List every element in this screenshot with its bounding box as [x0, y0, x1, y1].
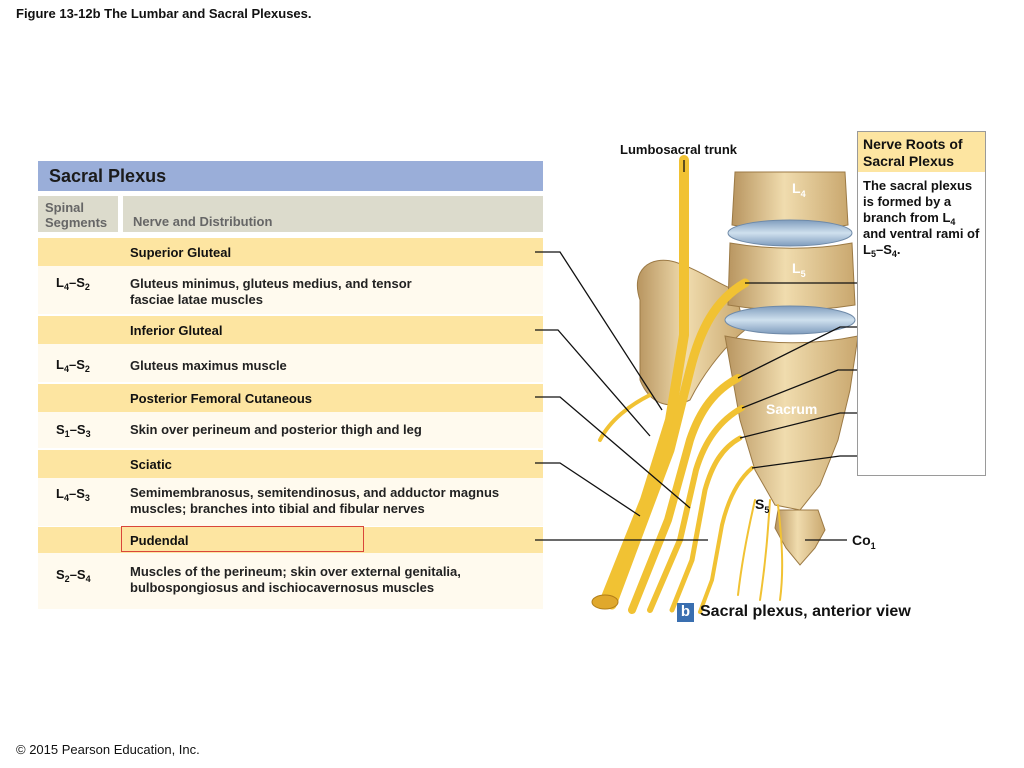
pudendal-highlight-box: [121, 526, 364, 552]
root-label-co1: Co1: [852, 532, 876, 551]
distribution-text: Muscles of the perineum; skin over exter…: [130, 564, 461, 595]
nerve-row-inferior-gluteal: Inferior Gluteal: [38, 316, 543, 344]
table-title: Sacral Plexus: [49, 166, 167, 186]
spinal-segments: L4–S2: [56, 275, 90, 292]
nerve-row-superior-gluteal: Superior Gluteal: [38, 238, 543, 266]
nerve-fibers: [598, 155, 784, 614]
spinal-segments: S1–S3: [56, 422, 91, 439]
sacrum-bone: [724, 335, 859, 511]
figure-title: Figure 13-12b The Lumbar and Sacral Plex…: [16, 6, 312, 21]
sacrum-label: Sacrum: [766, 401, 817, 417]
nerve-name: Inferior Gluteal: [130, 323, 223, 338]
distribution-text: Skin over perineum and posterior thigh a…: [130, 422, 422, 437]
segments-column-header: Spinal Segments: [38, 196, 118, 232]
view-title: Sacral plexus, anterior view: [700, 603, 911, 620]
segments-header-label: Spinal Segments: [45, 200, 108, 230]
spinal-segments: L4–S2: [56, 357, 90, 374]
nerve-name: Posterior Femoral Cutaneous: [130, 391, 313, 406]
nerve-roots-description: The sacral plexus is formed by a branch …: [863, 178, 980, 259]
distribution-row: L4–S3 Semimembranosus, semitendinosus, a…: [38, 478, 543, 526]
leader-lines: [535, 160, 862, 541]
distribution-row: S1–S3 Skin over perineum and posterior t…: [38, 412, 543, 448]
lumbosacral-trunk-label: Lumbosacral trunk: [620, 142, 738, 157]
nerve-roots-header: Nerve Roots of Sacral Plexus: [858, 132, 985, 172]
copyright-notice: © 2015 Pearson Education, Inc.: [16, 742, 200, 757]
panel-badge: b: [677, 603, 694, 622]
disc-l4-l5: [727, 219, 853, 247]
distribution-row: L4–S2 Gluteus maximus muscle: [38, 344, 543, 382]
nerve-roots-panel: [857, 131, 986, 476]
table-title-bar: Sacral Plexus: [38, 161, 543, 191]
nerve-header-label: Nerve and Distribution: [133, 214, 273, 229]
nerve-name: Superior Gluteal: [130, 245, 232, 260]
vertebra-l4-label: L4: [792, 180, 806, 199]
s5-label: S5: [755, 496, 769, 515]
nerve-roots-title: Nerve Roots of Sacral Plexus: [863, 136, 963, 169]
nerve-name: Sciatic: [130, 457, 172, 472]
nerve-name: Pudendal: [130, 533, 189, 548]
vertebra-l5-label: L5: [792, 260, 806, 279]
distribution-text: Gluteus minimus, gluteus medius, and ten…: [130, 276, 412, 307]
nerve-column-header: Nerve and Distribution: [123, 196, 543, 232]
vertebra-l5: [727, 242, 856, 311]
spinal-segments: L4–S3: [56, 486, 90, 503]
nerve-row-posterior-femoral-cutaneous: Posterior Femoral Cutaneous: [38, 384, 543, 412]
spinal-segments: S2–S4: [56, 567, 91, 584]
coccyx-bone: [774, 509, 826, 566]
nerve-cut-end: [591, 594, 619, 610]
nerve-row-pudendal: Pudendal: [38, 527, 543, 553]
nerve-row-sciatic: Sciatic: [38, 450, 543, 478]
distribution-text: Semimembranosus, semitendinosus, and add…: [130, 485, 500, 516]
distribution-text: Gluteus maximus muscle: [130, 358, 287, 373]
disc-l5-s1: [724, 305, 856, 335]
distribution-row: S2–S4 Muscles of the perineum; skin over…: [38, 553, 543, 609]
distribution-row: L4–S2 Gluteus minimus, gluteus medius, a…: [38, 266, 543, 314]
